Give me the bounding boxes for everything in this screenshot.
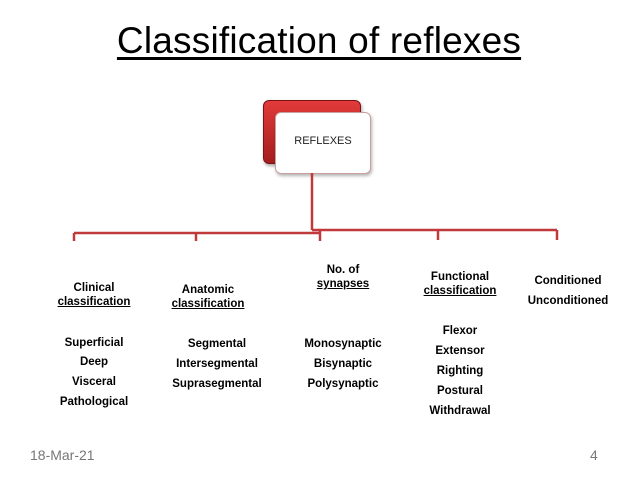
col4-item: Flexor — [442, 325, 478, 337]
col2-item: Intersegmental — [176, 358, 258, 370]
col1-item: Visceral — [72, 376, 116, 388]
col1-item: Pathological — [59, 396, 129, 408]
col1-header-line1: Clinical — [73, 282, 115, 294]
col2-header-line2: classification — [171, 298, 245, 310]
col3-item: Monosynaptic — [304, 338, 382, 350]
col2-item: Segmental — [187, 338, 247, 350]
col1-header-line2: classification — [57, 296, 131, 308]
col4-header-line2: classification — [423, 285, 497, 297]
col1-item: Superficial — [64, 337, 124, 349]
col5-line1: Conditioned — [534, 275, 602, 287]
root-node-label: REFLEXES — [294, 135, 352, 147]
col1-item: Deep — [79, 356, 109, 368]
col4-item: Extensor — [435, 345, 485, 357]
slide-date: 18-Mar-21 — [30, 447, 95, 463]
col2-header-line1: Anatomic — [181, 284, 235, 296]
root-node: REFLEXES — [275, 112, 371, 174]
slide-number: 4 — [590, 447, 598, 463]
col4-item: Withdrawal — [429, 405, 491, 417]
col3-item: Bisynaptic — [313, 358, 373, 370]
col5-line2: Unconditioned — [527, 295, 609, 307]
col2-item: Suprasegmental — [172, 378, 262, 390]
slide-title: Classification of reflexes — [116, 20, 522, 61]
col4-item: Postural — [436, 385, 483, 397]
col4-item: Righting — [436, 365, 484, 377]
col3-header-line2: synapses — [316, 278, 370, 290]
col3-item: Polysynaptic — [307, 378, 379, 390]
col3-header-line1: No. of — [326, 264, 360, 276]
col4-header-line1: Functional — [430, 271, 490, 283]
